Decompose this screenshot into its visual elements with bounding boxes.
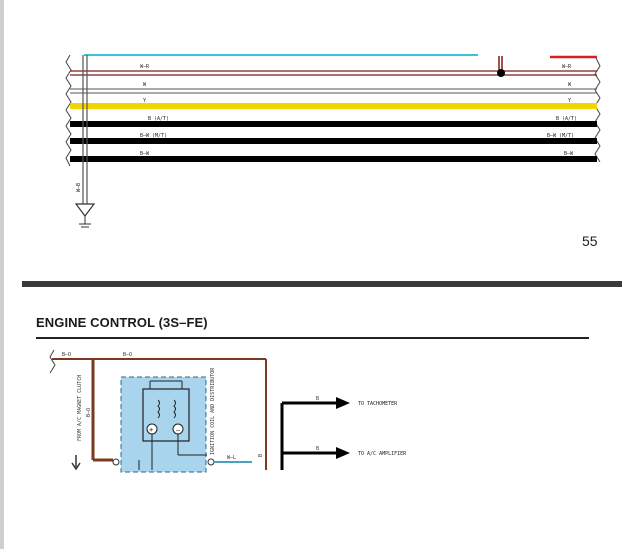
section-title: ENGINE CONTROL (3S–FE) xyxy=(36,315,208,330)
page-number: 55 xyxy=(582,233,598,249)
wire-label-left: W–R xyxy=(140,64,150,70)
arrow-icon xyxy=(336,397,350,409)
ignition-coil-box xyxy=(120,376,207,473)
output-label-ac-amplifier: TO A/C AMPLIFIER xyxy=(358,451,407,457)
title-rule xyxy=(36,337,589,339)
wire-label-right: B–W xyxy=(564,151,574,157)
left-break-edge xyxy=(65,54,72,167)
wire-label-right: Y xyxy=(568,98,571,104)
wire-label: B xyxy=(316,396,319,402)
wire-label-right: B (A/T) xyxy=(556,116,577,122)
wire-label: B–O xyxy=(62,352,71,358)
wire-label-left: B–W (M/T) xyxy=(140,133,167,139)
wire-label-right: B–W (M/T) xyxy=(547,133,574,139)
ground-symbol xyxy=(74,203,96,217)
down-arrow-icon xyxy=(71,462,81,471)
wire-label-left: Y xyxy=(143,98,146,104)
wire-label-right: W xyxy=(568,82,572,88)
svg-text:–: – xyxy=(176,426,181,434)
bottom-wiring-diagram: + – B–O B–O B–O FROM A/C MAGNET CLUTCH I… xyxy=(49,349,407,473)
viewer-edge xyxy=(0,0,4,549)
wire-label-right: W–R xyxy=(562,64,572,70)
wire-label: B–O xyxy=(123,352,132,358)
coil-housing xyxy=(142,388,190,442)
from-ac-label: FROM A/C MAGNET CLUTCH xyxy=(77,375,83,441)
ignition-label: IGNITION COIL AND DISTRIBUTOR xyxy=(210,367,216,455)
coil-winding-icon xyxy=(157,399,160,419)
splice-point xyxy=(497,69,505,77)
wire-label: B–O xyxy=(86,408,92,417)
svg-text:+: + xyxy=(149,426,153,434)
wire-label: B xyxy=(316,446,319,452)
wire-label: B xyxy=(258,454,264,457)
right-break-edge xyxy=(594,57,601,163)
output-label-tachometer: TO TACHOMETER xyxy=(358,401,398,407)
wire-label-left: B–W xyxy=(140,151,150,157)
wire-label-left: W xyxy=(143,82,147,88)
wire-label: W–L xyxy=(227,455,236,461)
ground-wire-label: W–B xyxy=(76,183,82,192)
wire-label-left: B (A/T) xyxy=(148,116,169,122)
page-divider xyxy=(22,281,622,287)
arrow-icon xyxy=(336,447,350,459)
top-wiring-diagram: W–R W Y B (A/T) B–W (M/T) B–W W–R W Y B … xyxy=(65,54,601,228)
